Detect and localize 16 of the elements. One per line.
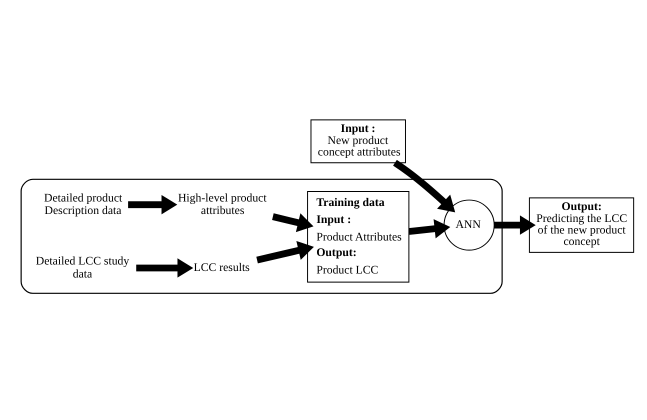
node-text: High-level product attributes [178, 190, 267, 217]
arrow [136, 258, 194, 278]
node-text: Detailed product Description data [44, 190, 122, 217]
arrow [128, 194, 178, 214]
node-box: Output: Predicting the LCC of the new product concept [528, 196, 634, 252]
node-circle: ANN [444, 199, 495, 250]
arrow [272, 212, 314, 232]
arrow [393, 159, 456, 212]
node-text: LCC results [194, 260, 250, 274]
cluster [20, 178, 503, 294]
arrow [494, 214, 536, 234]
arrow [256, 240, 314, 263]
node-box: Training data Input : Product Attributes Output: Product LCC [307, 190, 410, 282]
node-box: Input : New product concept attributes [310, 118, 406, 163]
arrow [408, 218, 450, 238]
node-text: Detailed LCC study data [36, 254, 130, 280]
